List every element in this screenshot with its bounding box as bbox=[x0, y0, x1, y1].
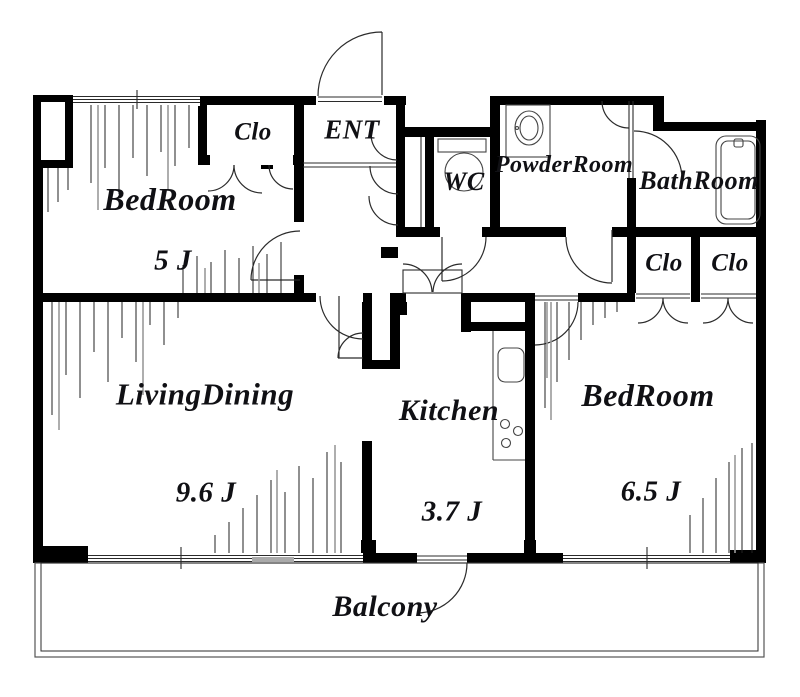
bathtub-fixture bbox=[715, 135, 761, 225]
room-label-entrance: ENT bbox=[324, 114, 380, 145]
room-size-living-dining: 9.6 J bbox=[175, 476, 237, 509]
room-label-bedroom-left: BedRoom bbox=[103, 181, 237, 217]
room-label-kitchen: Kitchen bbox=[398, 394, 500, 427]
window-lines bbox=[73, 90, 756, 569]
room-size-bedroom-left: 5 J bbox=[154, 244, 192, 277]
kitchen-counter bbox=[492, 331, 525, 461]
toilet-fixture bbox=[437, 138, 487, 192]
room-label-bathroom: BathRoom bbox=[639, 166, 759, 195]
room-label-closet-right-b: Clo bbox=[711, 249, 749, 277]
room-size-bedroom-right: 6.5 J bbox=[620, 475, 682, 508]
walls bbox=[33, 95, 766, 563]
room-label-closet-top: Clo bbox=[234, 118, 272, 146]
room-label-closet-right-a: Clo bbox=[645, 249, 683, 277]
washbasin-fixture bbox=[505, 104, 551, 158]
room-label-living-dining: LivingDining bbox=[115, 376, 295, 412]
door-arcs bbox=[207, 31, 754, 614]
room-label-balcony: Balcony bbox=[332, 590, 438, 623]
hatch-lines-gray bbox=[58, 105, 736, 553]
room-label-wc: WC bbox=[443, 167, 485, 196]
balcony-outline bbox=[34, 562, 765, 658]
room-size-kitchen: 3.7 J bbox=[421, 495, 483, 528]
room-label-powder-room: PowderRoom bbox=[494, 152, 634, 178]
hatch-lines bbox=[47, 105, 753, 553]
window-gray-bar bbox=[252, 557, 294, 562]
room-label-bedroom-right: BedRoom bbox=[581, 377, 715, 413]
